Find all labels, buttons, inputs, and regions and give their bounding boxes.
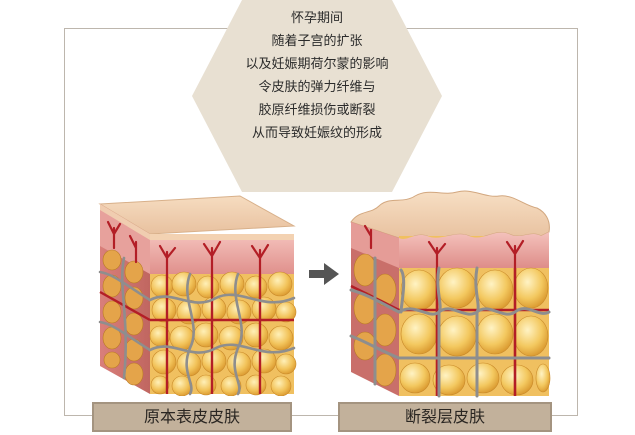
explanation-line: 随着子宫的扩张 [192,30,442,53]
original-skin-block [92,188,302,396]
explanation-line: 从而导致妊娠纹的形成 [192,122,442,145]
original-skin-caption: 原本表皮皮肤 [92,402,292,432]
explanation-line: 以及妊娠期荷尔蒙的影响 [192,53,442,76]
explanation-line: 胶原纤维损伤或断裂 [192,99,442,122]
transition-arrow-icon [309,263,339,285]
explanation-line: 怀孕期间 [192,7,442,30]
dermis-layer [399,232,549,268]
stretched-skin-block [345,186,555,398]
explanation-line: 令皮肤的弹力纤维与 [192,76,442,99]
epidermis-top [351,191,549,239]
stretched-skin-caption: 断裂层皮肤 [338,402,552,432]
explanation-text: 怀孕期间 随着子宫的扩张 以及妊娠期荷尔蒙的影响 令皮肤的弹力纤维与 胶原纤维损… [192,7,442,145]
